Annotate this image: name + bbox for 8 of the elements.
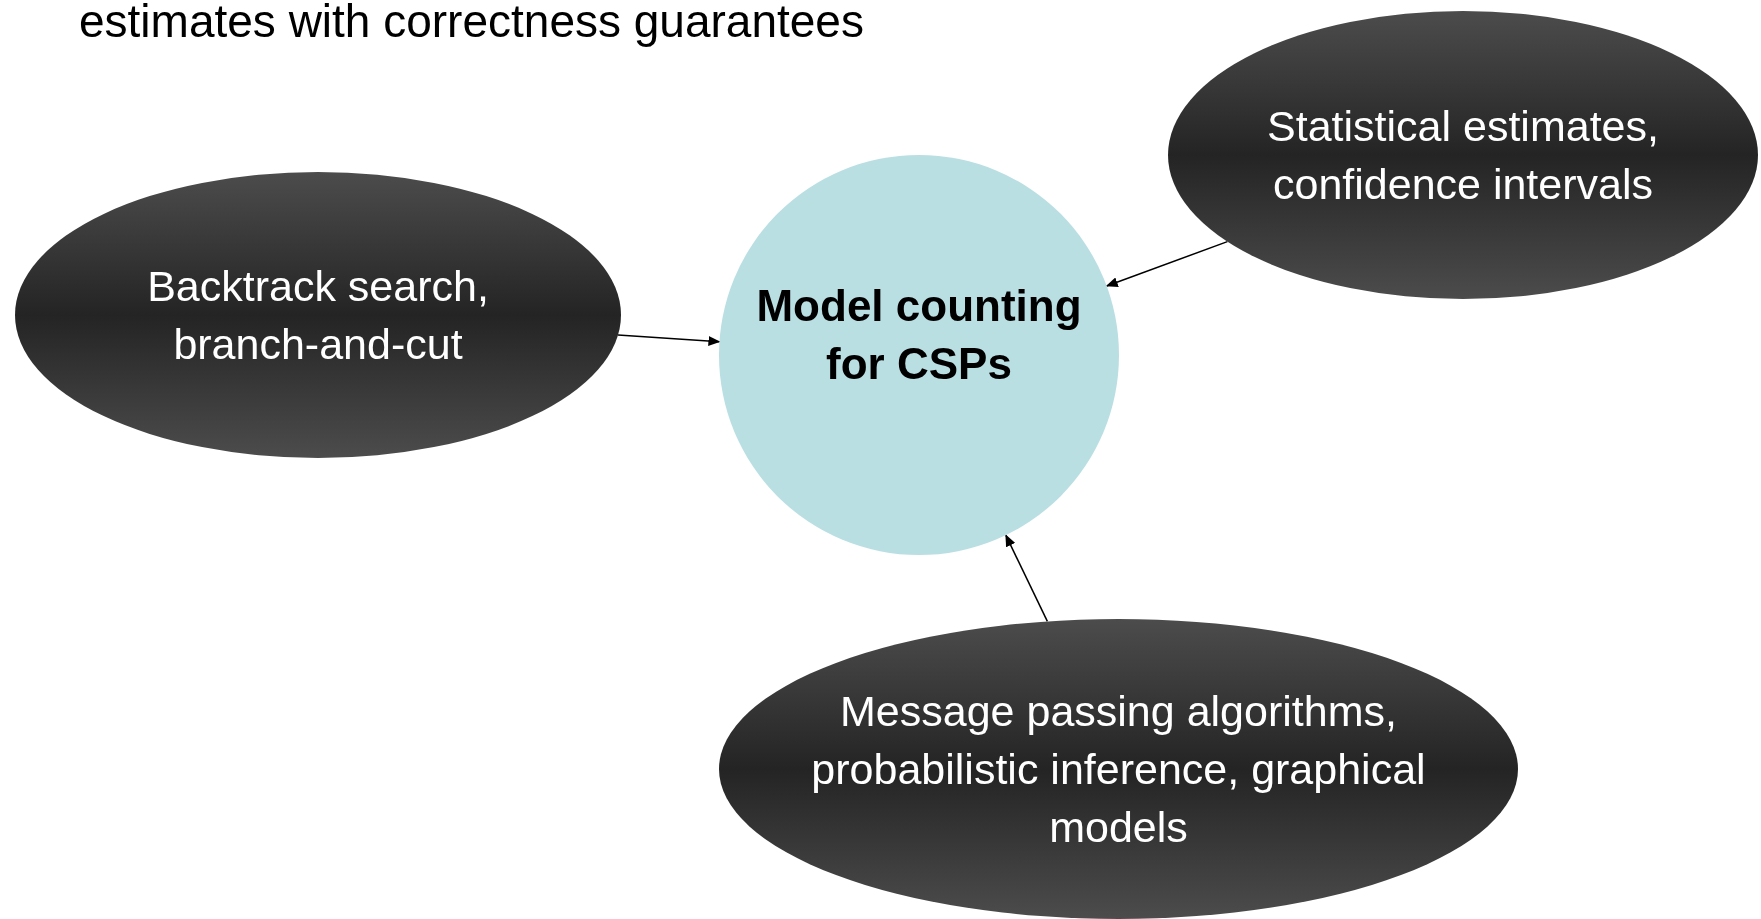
arrow <box>617 334 721 346</box>
topic-label: Backtrack search, branch-and-cut <box>146 261 490 370</box>
arrow <box>1105 240 1229 287</box>
topic-label: Message passing algorithms, probabilistic inference, graphical models <box>810 686 1427 853</box>
topic-label: Statistical estimates, confidence intervals <box>1266 101 1660 210</box>
arrow <box>1005 534 1049 623</box>
center-label: Model counting for CSPs <box>755 280 1083 390</box>
title: estimates with correctness guarantees <box>79 0 864 48</box>
